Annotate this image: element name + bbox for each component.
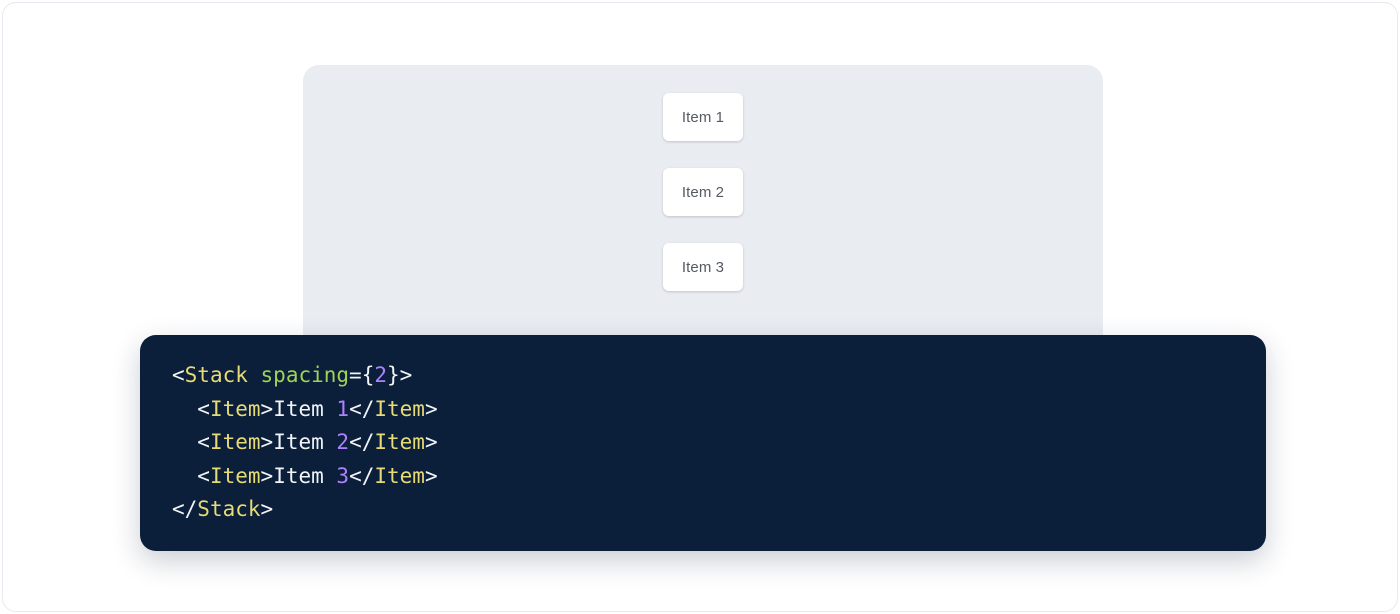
code-token-punct: <: [172, 363, 185, 387]
code-token-plain: [248, 363, 261, 387]
code-token-punct: </: [349, 463, 375, 488]
stack-item-label: Item 2: [681, 183, 725, 201]
code-line: <Stack spacing={2}>: [172, 363, 412, 387]
code-token-number: 2: [374, 363, 387, 387]
code-snippet-block: <Stack spacing={2}> <Item>Item 1</Item> …: [140, 335, 1266, 551]
code-token-number: 3: [336, 463, 350, 488]
code-token-tag: Item: [374, 430, 425, 454]
code-token-punct: }>: [387, 363, 413, 387]
code-line: <Item>Item 3</Item>: [172, 463, 438, 488]
code-token-tag: Stack: [197, 497, 261, 521]
stack-item[interactable]: Item 2: [663, 168, 743, 216]
code-token-punct: >: [260, 497, 274, 521]
code-token-punct: >: [424, 430, 438, 454]
code-token-punct: </: [349, 396, 375, 421]
code-token-punct: <: [197, 396, 210, 421]
code-token-punct: >: [424, 396, 438, 421]
stack-item-label: Item 3: [681, 258, 725, 276]
code-token-plain: Item: [273, 430, 337, 454]
code-token-punct: </: [172, 497, 198, 521]
code-token-tag: Item: [209, 463, 261, 488]
code-token-punct: <: [197, 463, 210, 488]
code-token-plain: Item: [273, 463, 337, 488]
code-snippet-text: <Stack spacing={2}> <Item>Item 1</Item> …: [172, 359, 1234, 527]
code-token-number: 1: [336, 396, 350, 421]
code-token-tag: Item: [374, 463, 425, 488]
code-line: <Item>Item 2</Item>: [172, 430, 438, 454]
code-token-tag: Stack: [184, 363, 248, 387]
code-token-tag: Item: [209, 430, 261, 454]
code-token-punct: >: [260, 396, 274, 421]
code-token-plain: Item: [273, 396, 337, 421]
code-token-number: 2: [336, 430, 350, 454]
code-line: </Stack>: [172, 497, 273, 521]
stack-container: Item 1 Item 2 Item 3: [663, 93, 743, 291]
code-token-punct: </: [349, 430, 375, 454]
stack-item-label: Item 1: [681, 108, 725, 126]
code-token-punct: >: [424, 463, 438, 488]
stack-item[interactable]: Item 1: [663, 93, 743, 141]
code-token-attr: spacing: [260, 363, 350, 387]
code-token-tag: Item: [209, 396, 261, 421]
code-token-punct: ={: [349, 363, 375, 387]
stack-preview-panel: Item 1 Item 2 Item 3: [303, 65, 1103, 383]
code-token-tag: Item: [374, 396, 425, 421]
code-line: <Item>Item 1</Item>: [172, 396, 438, 421]
stack-item[interactable]: Item 3: [663, 243, 743, 291]
code-token-punct: >: [260, 430, 274, 454]
code-token-punct: >: [260, 463, 274, 488]
code-token-punct: <: [197, 430, 210, 454]
